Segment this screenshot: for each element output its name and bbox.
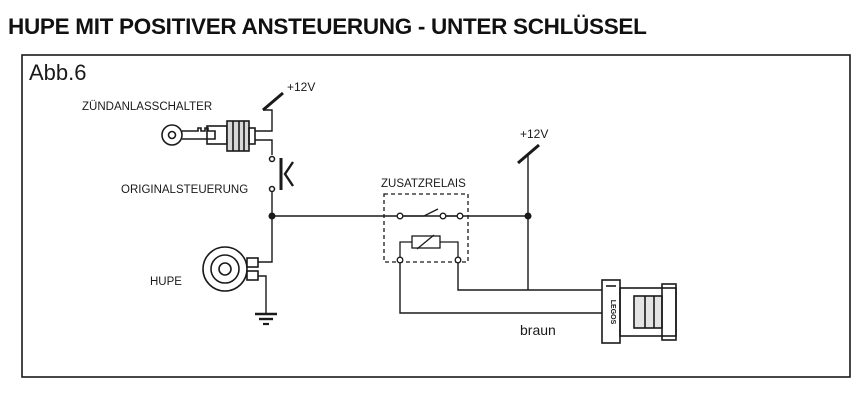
ignition-switch-icon: [206, 120, 256, 152]
junction-dot: [268, 212, 276, 220]
key-icon: [161, 124, 216, 146]
ground-icon: [255, 312, 277, 326]
relay-supply-label: +12V: [520, 127, 548, 141]
horn-icon: [202, 246, 259, 292]
wire-color-label: braun: [520, 322, 556, 338]
horn-label: HUPE: [150, 276, 182, 288]
ignition-supply-label: +12V: [287, 80, 315, 94]
ignition-switch-label: ZÜNDANLASSCHALTER: [82, 101, 212, 113]
relay-label: ZUSATZRELAIS: [381, 178, 466, 190]
relay-supply-symbol: [517, 143, 540, 290]
original-control-switch-icon: [268, 155, 294, 193]
page-title: HUPE MIT POSITIVER ANSTEUERUNG - UNTER S…: [8, 14, 647, 39]
original-control-label: ORIGINALSTEUERUNG: [121, 184, 248, 196]
device-brand-label: LEGOS: [609, 300, 616, 325]
horn-wires: [258, 258, 273, 313]
legos-device-icon: [601, 279, 677, 344]
ignition-supply-symbol: [262, 91, 284, 112]
relay-terminals: [396, 212, 464, 264]
figure-frame: [21, 54, 851, 378]
ignition-wires: [255, 109, 273, 155]
relay-icon: [383, 193, 469, 263]
figure-label: Abb.6: [29, 60, 87, 85]
relay-to-device-wires: [399, 263, 602, 314]
